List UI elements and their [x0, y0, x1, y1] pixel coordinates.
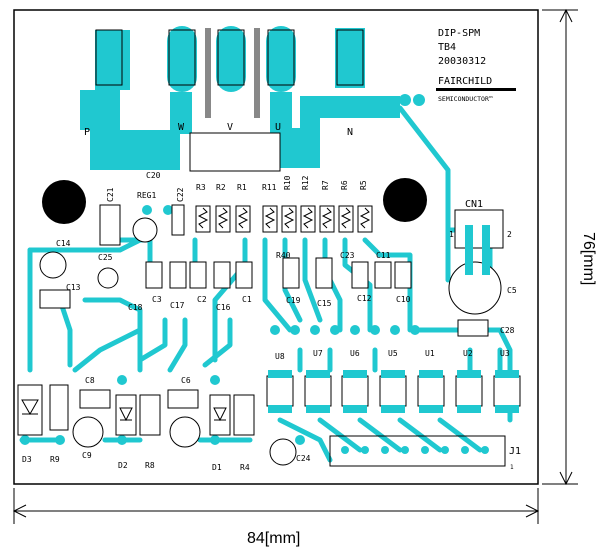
- label-r3: R3: [196, 183, 206, 192]
- connector-labels: CN1 1 2: [449, 199, 512, 239]
- label-r10: R10: [283, 175, 292, 190]
- mounting-hole-right: [383, 178, 427, 222]
- electrolytic-caps: [39, 217, 502, 466]
- terminal-u-label: U: [275, 122, 281, 133]
- label-d3: D3: [22, 455, 32, 464]
- label-c14: C14: [56, 239, 71, 248]
- label-r2: R2: [216, 183, 226, 192]
- label-reg1: REG1: [137, 191, 156, 200]
- cn1-connector: [454, 209, 504, 275]
- label-c11: C11: [376, 251, 391, 260]
- label-r6: R6: [340, 180, 349, 190]
- width-dimension-label: 84[mm]: [247, 530, 300, 547]
- label-cn1-pin2: 2: [507, 230, 512, 239]
- label-c5: C5: [507, 286, 517, 295]
- label-cn1-pin1: 1: [449, 230, 454, 239]
- label-c6: C6: [181, 376, 191, 385]
- label-u2: U2: [463, 349, 473, 358]
- label-c22: C22: [176, 187, 185, 202]
- label-r11: R11: [262, 183, 277, 192]
- label-u3: U3: [500, 349, 510, 358]
- label-d1: D1: [212, 463, 222, 472]
- label-r4: R4: [240, 463, 250, 472]
- title-line-3: 20030312: [438, 56, 486, 67]
- label-c21: C21: [106, 187, 115, 202]
- label-c24: C24: [296, 454, 311, 463]
- dimension-width: [12, 488, 540, 524]
- resistor-row-top: [99, 204, 373, 246]
- power-traces: [80, 26, 425, 170]
- label-c2: C2: [197, 295, 207, 304]
- label-c19: C19: [286, 296, 301, 305]
- label-c23: C23: [340, 251, 355, 260]
- terminal-w-label: W: [178, 122, 185, 133]
- label-j1-pin1: 1: [510, 464, 514, 471]
- label-c1: C1: [242, 295, 252, 304]
- ic-pads: [268, 370, 519, 413]
- label-c20: C20: [146, 171, 161, 180]
- mounting-hole-left: [42, 180, 86, 224]
- label-j1: J1: [509, 446, 521, 457]
- bottom-labels: C8 C6 D3 R9 C9 D2 R8 D1 R4 C24 J1 1: [22, 376, 521, 472]
- label-c25: C25: [98, 253, 113, 262]
- label-c8: C8: [85, 376, 95, 385]
- bottom-diodes-resistors: [17, 384, 255, 436]
- power-terminal-labels: P W V U N: [84, 122, 353, 138]
- label-u8: U8: [275, 352, 285, 361]
- dimension-height: [542, 8, 578, 486]
- title-line-1: DIP-SPM: [438, 28, 480, 39]
- terminal-p-label: P: [84, 127, 90, 138]
- ic-row-labels: U8 U7 U6 U5 U1 U2 U3: [275, 349, 510, 361]
- logo-brand: FAIRCHILD: [438, 76, 492, 87]
- label-c12: C12: [357, 294, 372, 303]
- logo-sub: SEMICONDUCTOR™: [438, 95, 493, 103]
- capacitor-row: [39, 257, 489, 337]
- via-pads: [20, 205, 489, 454]
- height-dimension-label: 76[mm]: [580, 232, 597, 285]
- title-line-2: TB4: [438, 42, 456, 53]
- label-r5: R5: [359, 180, 368, 190]
- label-r12: R12: [301, 175, 310, 190]
- label-r1: R1: [237, 183, 247, 192]
- label-u5: U5: [388, 349, 398, 358]
- label-cn1: CN1: [465, 199, 483, 210]
- label-u7: U7: [313, 349, 323, 358]
- label-c16: C16: [216, 303, 231, 312]
- label-c13: C13: [66, 283, 81, 292]
- ic-row: [266, 375, 521, 407]
- label-c15: C15: [317, 299, 332, 308]
- label-c28: C28: [500, 326, 515, 335]
- title-block: DIP-SPM TB4 20030312 FAIRCHILD SEMICONDU…: [436, 28, 516, 103]
- label-r8: R8: [145, 461, 155, 470]
- label-d2: D2: [118, 461, 128, 470]
- resistor-zigzags: [197, 207, 371, 229]
- terminal-n-label: N: [347, 127, 353, 138]
- middle-labels: C14 C25 C13 C18 C3 C17 C2 C16 C1 R40 C19…: [56, 239, 517, 335]
- label-r7: R7: [321, 180, 330, 190]
- label-c3: C3: [152, 295, 162, 304]
- terminal-v-label: V: [227, 122, 233, 133]
- label-r40: R40: [276, 251, 291, 260]
- label-c10: C10: [396, 295, 411, 304]
- j1-header: [329, 435, 506, 467]
- label-r9: R9: [50, 455, 60, 464]
- top-labels: C20 C21 REG1 C22 R3 R2 R1 R11 R10 R12 R7…: [106, 171, 368, 202]
- label-c17: C17: [170, 301, 185, 310]
- label-c18: C18: [128, 303, 143, 312]
- logo-bar: [436, 88, 516, 91]
- spm-module: [95, 28, 364, 172]
- label-c9: C9: [82, 451, 92, 460]
- label-u1: U1: [425, 349, 435, 358]
- label-u6: U6: [350, 349, 360, 358]
